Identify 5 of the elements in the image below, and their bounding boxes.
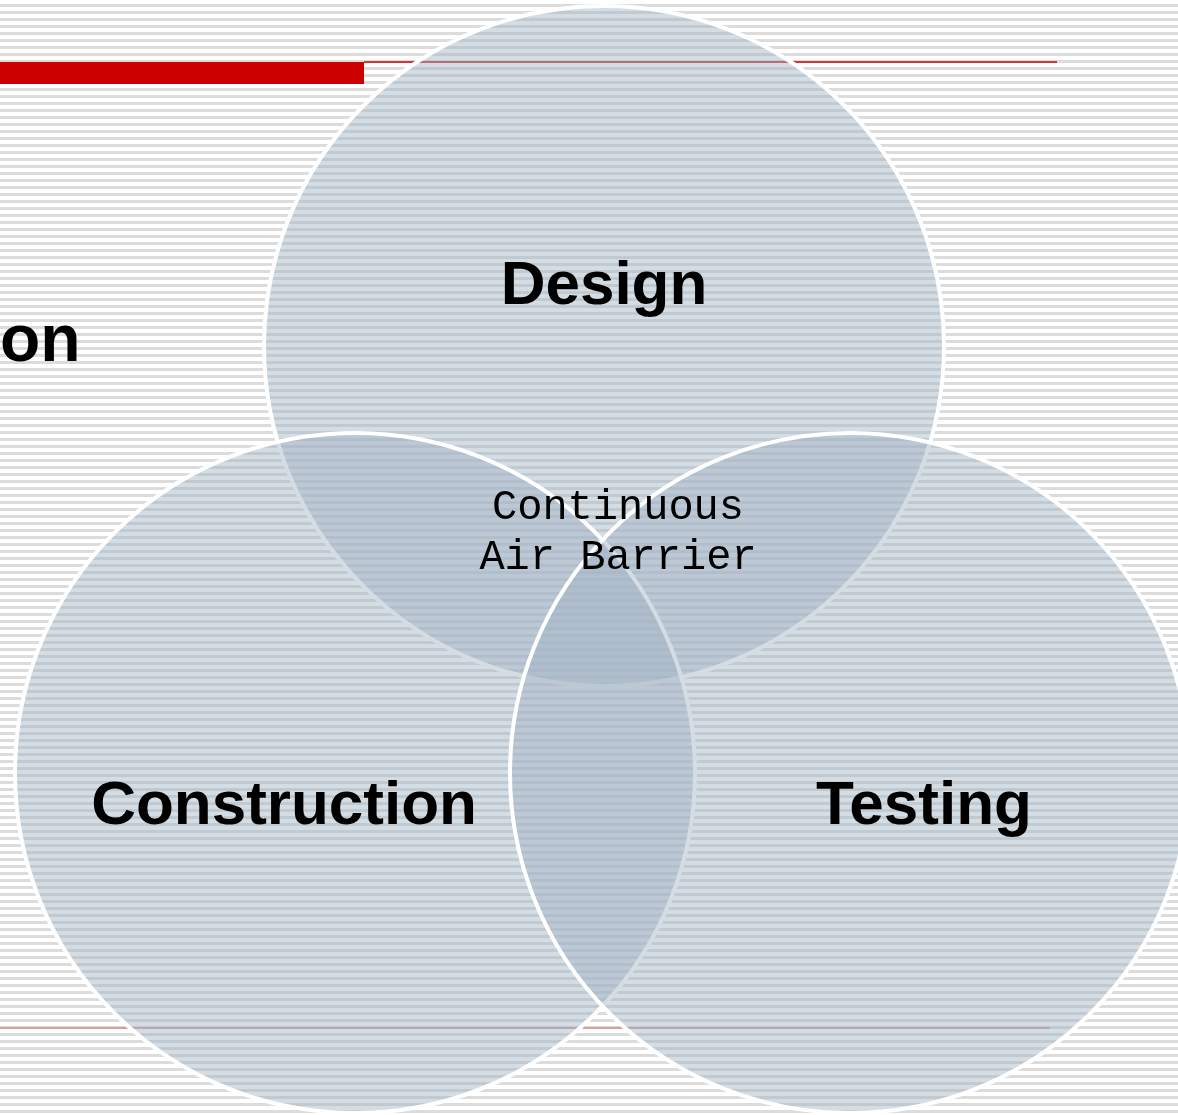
center-label: Continuous Air Barrier (478, 483, 758, 583)
title-fragment: on (0, 300, 81, 376)
circle-label: Construction (91, 766, 477, 838)
circle-label: Design (500, 246, 708, 318)
circle-label: Testing (816, 766, 1032, 838)
